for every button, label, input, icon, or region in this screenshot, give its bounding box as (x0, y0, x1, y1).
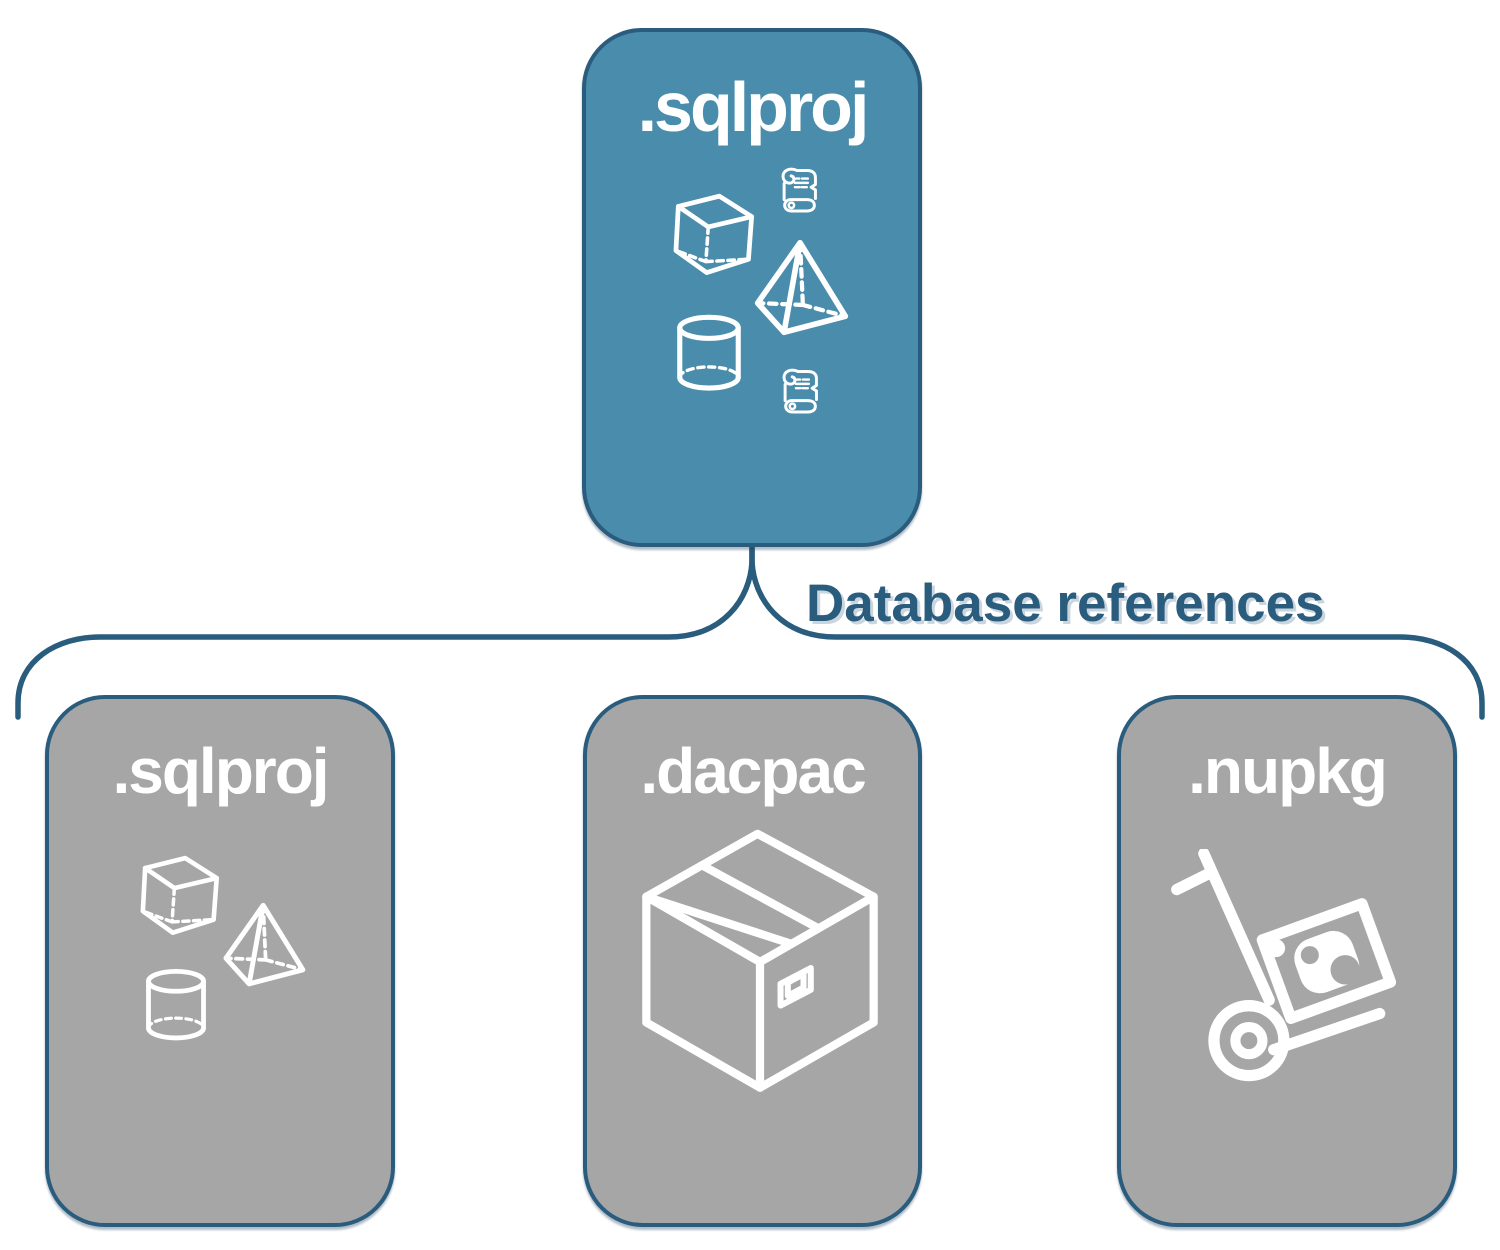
child-card-dacpac: .dacpac (583, 695, 922, 1227)
cylinder-icon (144, 967, 208, 1043)
scroll-icon (770, 364, 824, 420)
root-card-title: .sqlproj (637, 68, 870, 146)
cube-icon (672, 192, 754, 276)
hand-truck-package-icon (1169, 849, 1419, 1097)
child-card-title: .sqlproj (112, 735, 329, 807)
cylinder-icon (675, 312, 743, 394)
child-card-nupkg: .nupkg (1117, 695, 1457, 1227)
cube-icon (137, 855, 221, 935)
child-card-sqlproj: .sqlproj (45, 695, 395, 1227)
pyramid-icon (214, 902, 314, 988)
connector-label: Database references (806, 574, 1325, 633)
child-card-title: .dacpac (640, 735, 866, 807)
package-box-icon (639, 829, 881, 1095)
scroll-icon (769, 163, 823, 219)
child-card-title: .nupkg (1188, 735, 1388, 807)
root-card-sqlproj: .sqlproj (582, 28, 922, 547)
pyramid-icon (745, 239, 857, 337)
